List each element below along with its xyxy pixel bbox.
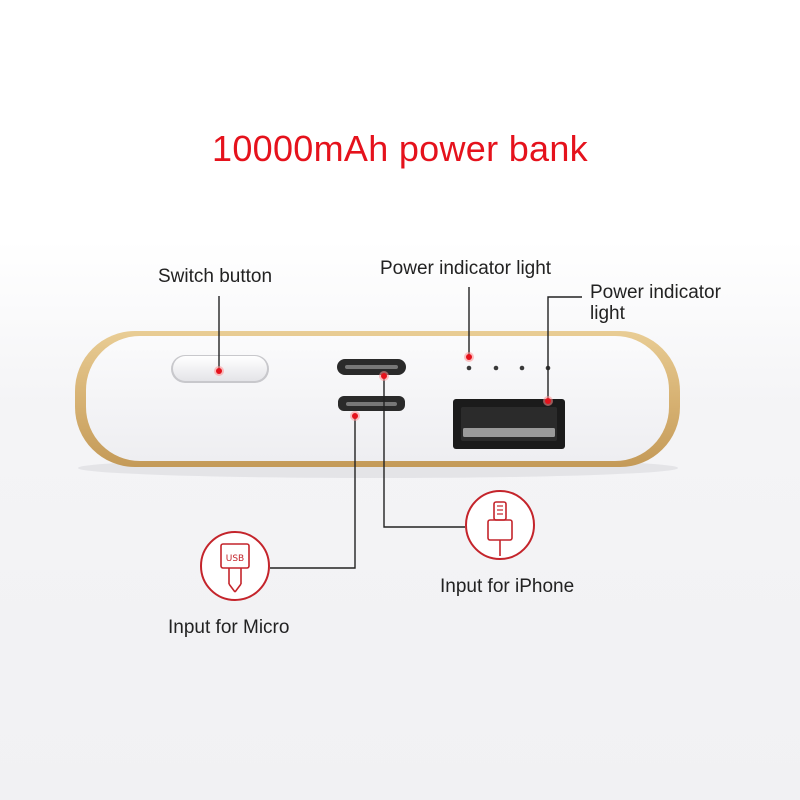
micro-usb-port (338, 396, 405, 411)
micro-usb-plug-icon: USB (200, 531, 270, 601)
power-indicator-light-label-right: Power indicator light (590, 282, 721, 324)
micro-icon-text: USB (226, 554, 244, 564)
switch-button-label: Switch button (158, 266, 273, 287)
power-indicator-light-label: Power indicator light (380, 258, 552, 279)
input-for-micro-label: Input for Micro (168, 617, 290, 638)
callout-lines (218, 287, 582, 569)
lightning-port (337, 359, 406, 375)
callout-markers (214, 352, 553, 421)
input-for-iphone-label: Input for iPhone (440, 576, 575, 597)
page-title: 10000mAh power bank (212, 128, 588, 169)
lightning-plug-icon (465, 490, 535, 560)
usb-a-port (453, 399, 565, 449)
